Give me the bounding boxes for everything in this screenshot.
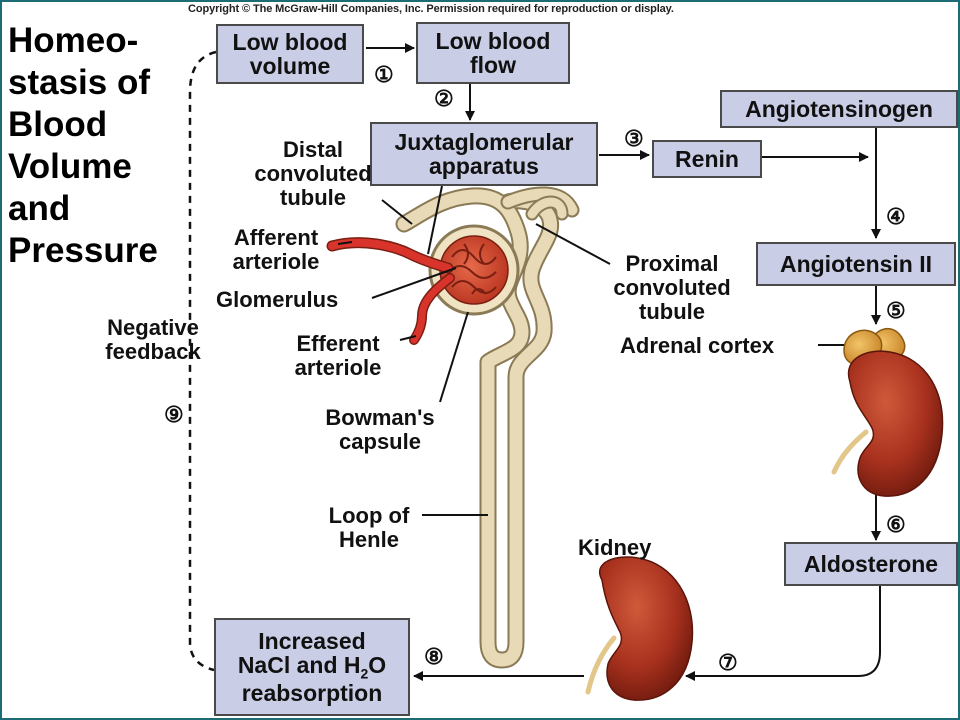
step-8: ⑧ (424, 644, 444, 669)
label-negative-feedback: Negative feedback (105, 315, 201, 364)
leader-jg (427, 185, 443, 255)
title-line: Homeo- (8, 21, 139, 60)
label-distal-convoluted-tubule: Distal convoluted tubule (254, 137, 372, 210)
leader-afferent (337, 241, 353, 245)
leader-bowmans (439, 311, 469, 403)
step-5: ⑤ (886, 298, 906, 323)
leader-efferent (399, 335, 417, 341)
box-renin: Renin (652, 140, 762, 178)
step-1: ① (374, 62, 394, 87)
step-2: ② (434, 86, 454, 111)
label-glomerulus: Glomerulus (216, 287, 339, 312)
title-line: Pressure (8, 231, 158, 270)
step-6: ⑥ (886, 512, 906, 537)
label-kidney: Kidney (578, 535, 652, 560)
kidney-illustration (585, 556, 694, 701)
title-line: stasis of (8, 63, 150, 102)
box-increased-reabsorption: Increased NaCl and H2O reabsorption (214, 618, 410, 716)
step-7: ⑦ (718, 650, 738, 675)
step-4: ④ (886, 204, 906, 229)
box-angiotensin-ii: Angiotensin II (756, 242, 956, 286)
title-line: and (8, 189, 71, 228)
label-loop-of-henle: Loop of Henle (328, 503, 410, 552)
step-9: ⑨ (164, 402, 184, 427)
title-line: Volume (8, 147, 132, 186)
box-angiotensinogen: Angiotensinogen (720, 90, 958, 128)
feedback-dashed-line (188, 50, 217, 672)
leader-proximal (535, 223, 611, 265)
label-afferent-arteriole: Afferent arteriole (232, 225, 320, 274)
leader-glomerulus (371, 267, 457, 299)
copyright-notice: Copyright © The McGraw-Hill Companies, I… (188, 3, 674, 15)
label-efferent-arteriole: Efferent arteriole (294, 331, 382, 380)
arrow-7 (685, 586, 881, 681)
nephron-tubule (395, 186, 580, 669)
diagram-title: Homeo- stasis of Blood Volume and Pressu… (8, 20, 158, 272)
title-line: Blood (8, 105, 108, 144)
step-3: ③ (624, 126, 644, 151)
leader-distal (381, 199, 413, 225)
label-adrenal-cortex: Adrenal cortex (620, 333, 775, 358)
label-bowmans-capsule: Bowman's capsule (325, 405, 435, 454)
label-proximal-convoluted-tubule: Proximal convoluted tubule (613, 251, 731, 324)
glomerulus-loops (447, 243, 497, 295)
box-aldosterone: Aldosterone (784, 542, 958, 586)
adrenal-kidney-illustration (831, 328, 944, 497)
